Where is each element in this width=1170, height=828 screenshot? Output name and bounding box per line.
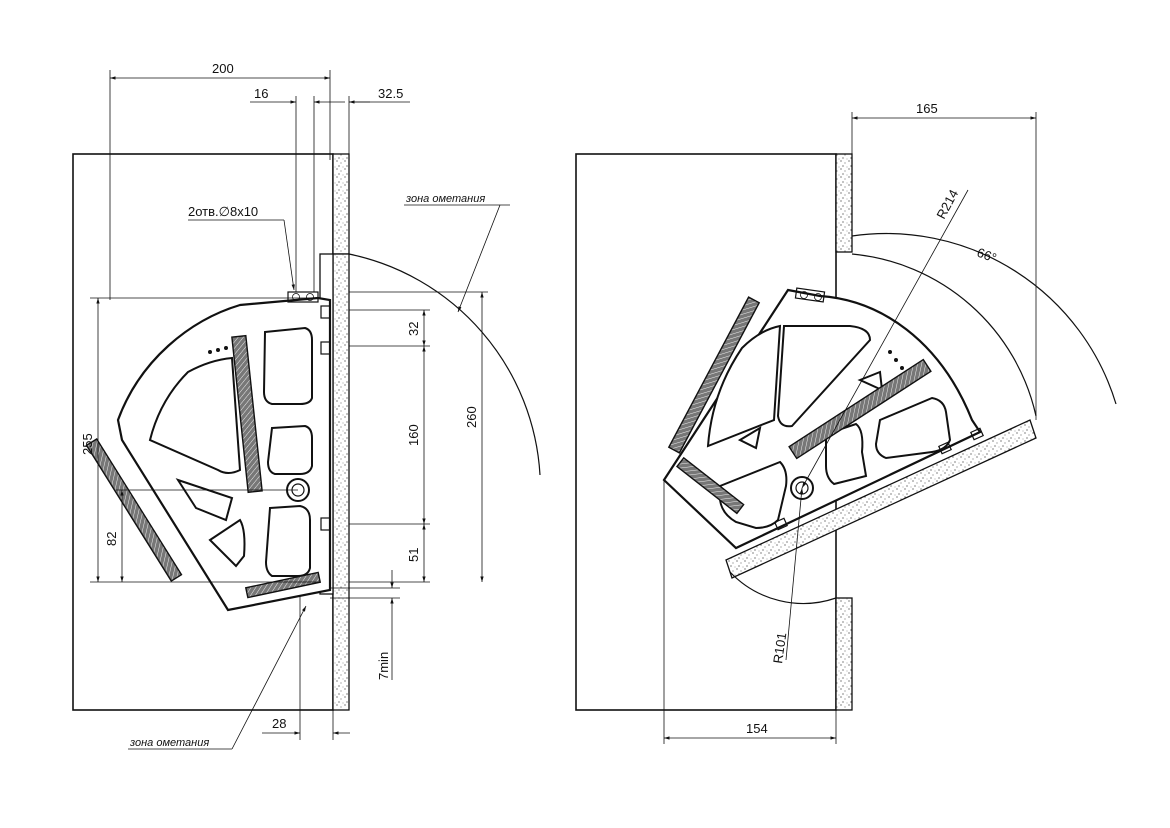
right-pivot-inner (795, 481, 809, 495)
right-view: 165 R214 66° R101 154 (575, 101, 1117, 744)
left-side-panel-upper (332, 153, 350, 255)
left-cutout-4 (148, 356, 242, 474)
left-side-panel-lower (332, 253, 350, 711)
dim-82: 82 (104, 532, 119, 546)
dim-66-deg: 66° (975, 245, 999, 266)
dim-28: 28 (272, 716, 286, 731)
right-arc-r101 (729, 571, 837, 605)
left-arm-strip (231, 334, 263, 494)
dim-32: 32 (406, 322, 421, 336)
dim-r101: R101 (770, 632, 789, 665)
left-top-bracket (287, 291, 319, 303)
right-pivot-outer (790, 476, 814, 500)
dim-16: 16 (254, 86, 268, 101)
left-cutout-3 (264, 504, 311, 577)
dim-260: 260 (464, 406, 479, 428)
right-side-panel-upper (835, 153, 853, 253)
right-mechanism (662, 287, 984, 550)
dim-154: 154 (746, 721, 768, 736)
left-cutout-6 (208, 518, 246, 568)
sweep-note-bottom: зона ометания (129, 737, 209, 749)
left-angled-strip (85, 438, 183, 582)
left-cutout-2 (266, 424, 313, 475)
right-side-panel-lower (835, 597, 853, 711)
dim-255: 255 (80, 433, 95, 455)
dim-32-5: 32.5 (378, 86, 403, 101)
right-arc-inner (851, 253, 1037, 417)
dim-200: 200 (212, 61, 234, 76)
dim-165: 165 (916, 101, 938, 116)
left-sweep-arc (348, 253, 541, 476)
left-cutout-1 (262, 326, 313, 405)
dim-51: 51 (406, 548, 421, 562)
dim-7min: 7min (376, 652, 391, 680)
holes-note: 2отв.∅8х10 (188, 204, 258, 219)
sweep-note-top: зона ометания (405, 193, 485, 205)
dim-r214: R214 (933, 187, 961, 221)
left-bottom-strip (244, 571, 322, 599)
left-view: 200 16 32.5 2отв.∅8х10 зона ометания 255… (72, 61, 541, 750)
dim-160: 160 (406, 424, 421, 446)
right-arc-66 (851, 232, 1117, 405)
